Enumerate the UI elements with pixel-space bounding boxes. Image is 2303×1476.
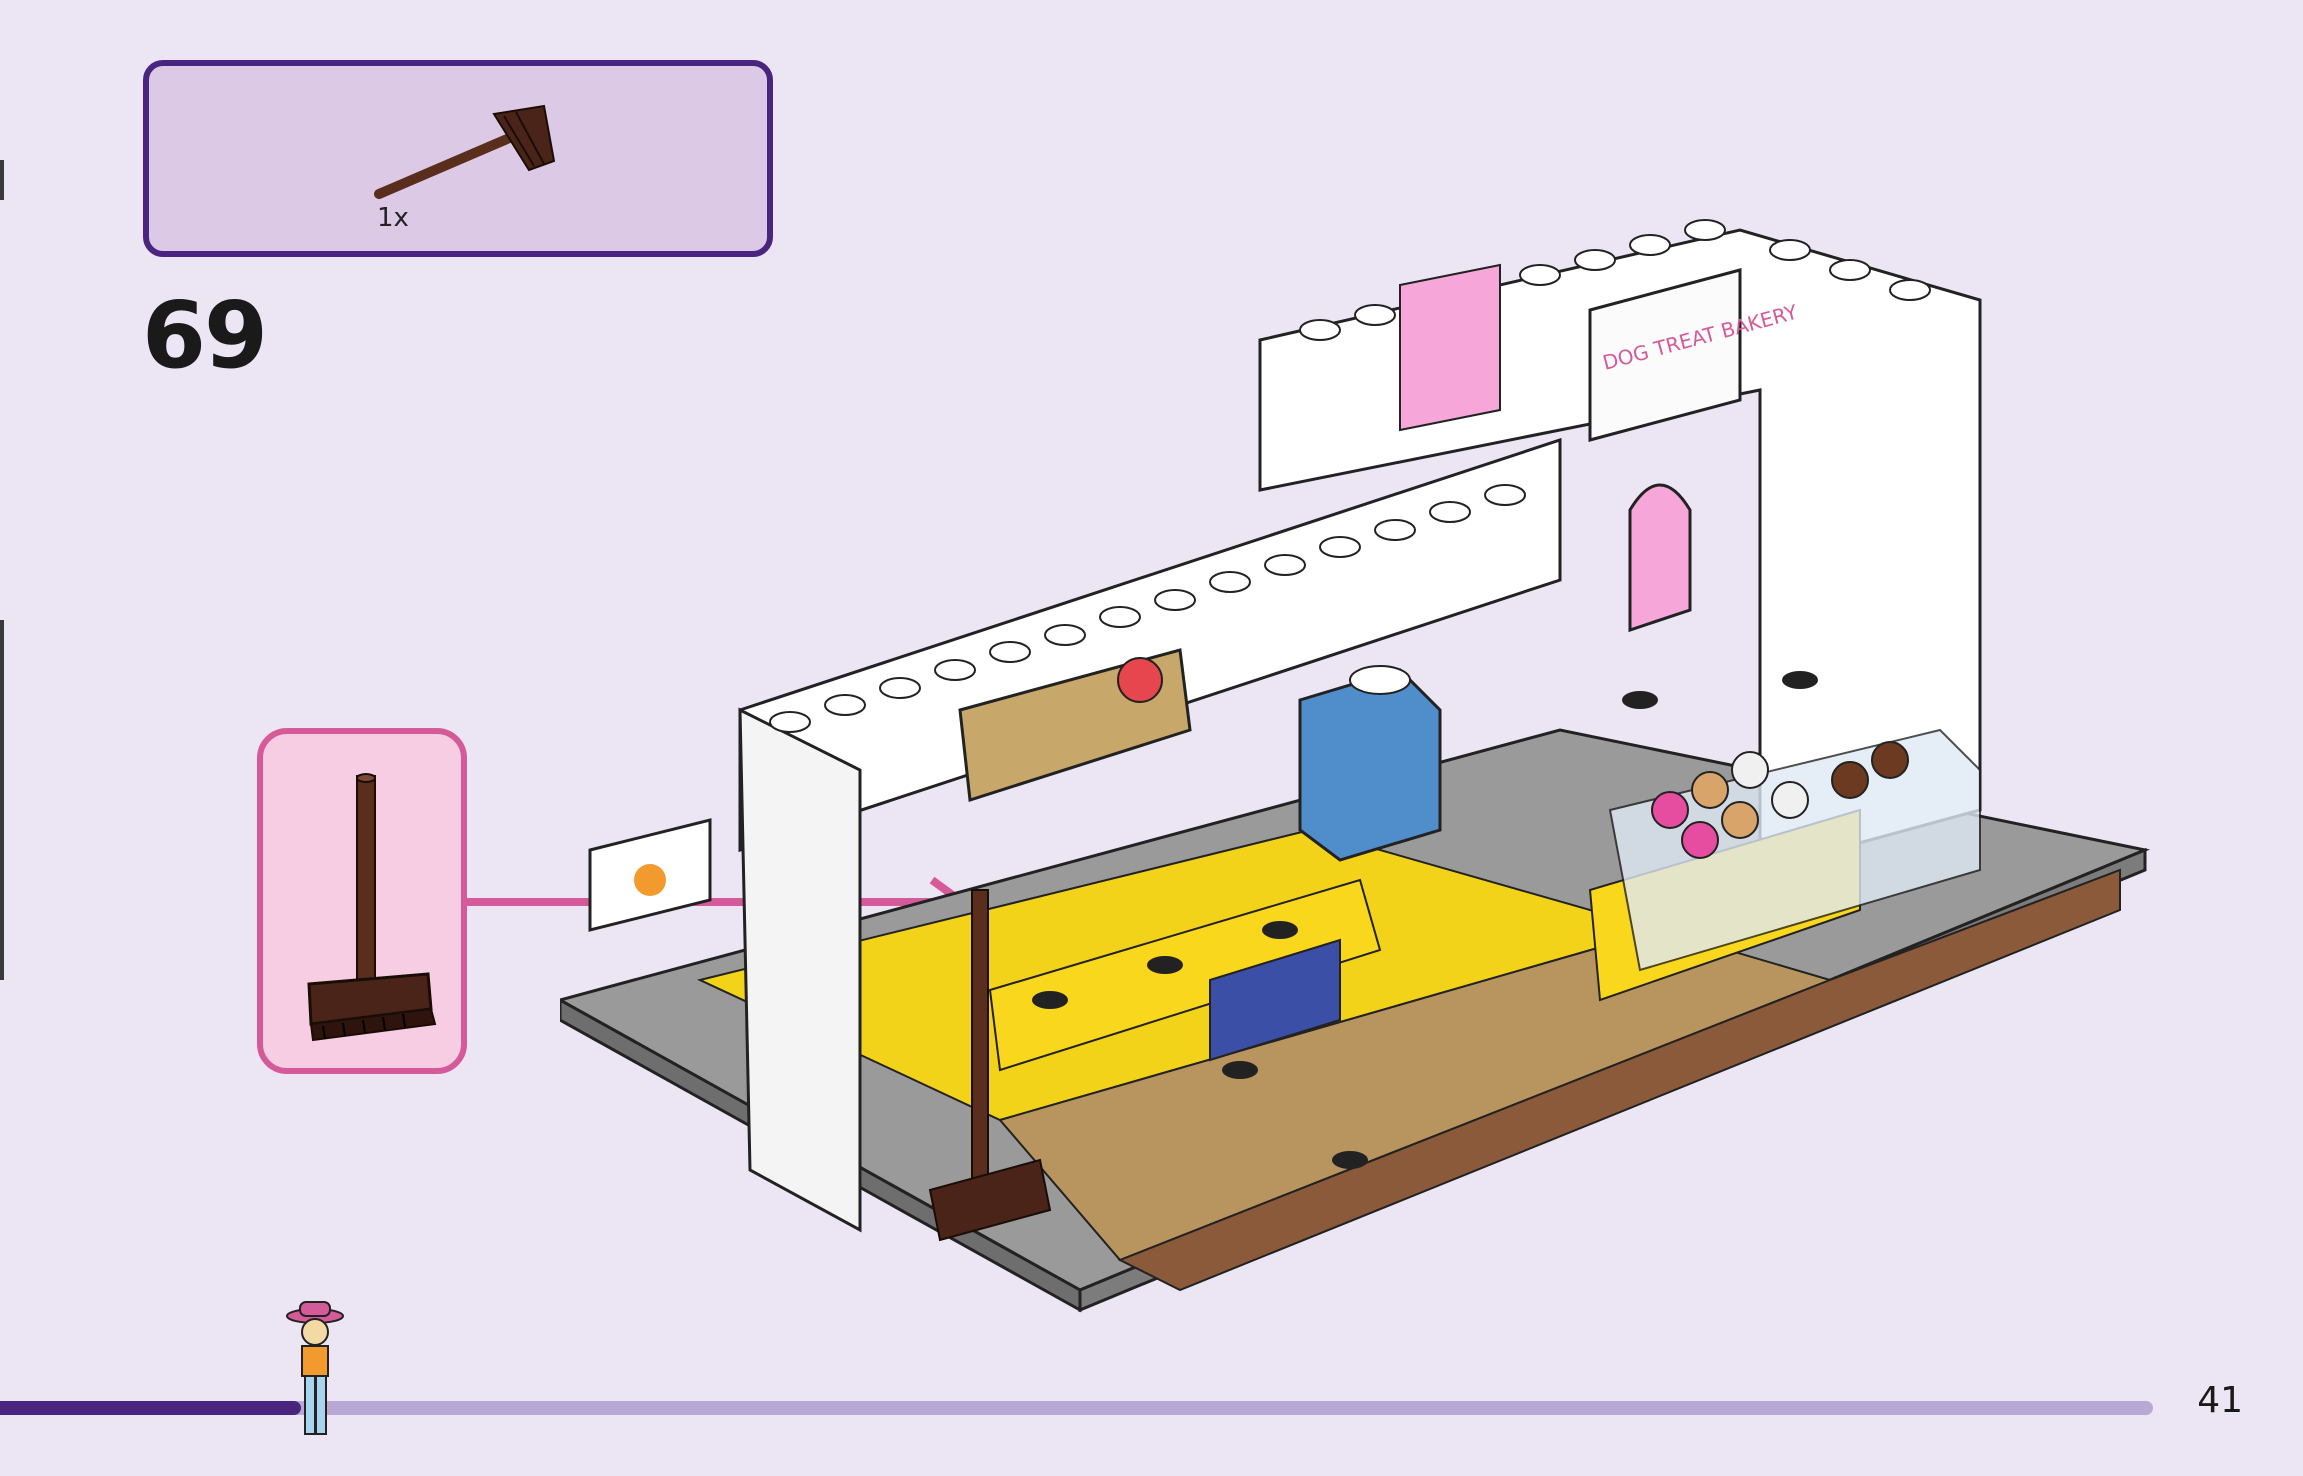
parts-list-box: 1x <box>143 60 773 257</box>
model-illustration: DOG TREAT BAKERY <box>560 219 2151 1313</box>
page-edge-mark <box>0 160 4 200</box>
broom-assembly-icon <box>307 773 437 1042</box>
step-number: 69 <box>142 282 268 389</box>
callout-box <box>257 728 467 1074</box>
minifigure-progress-marker <box>286 1301 344 1435</box>
progress-bar <box>0 1401 2153 1415</box>
broom-part-icon <box>374 104 556 199</box>
page-edge-mark <box>0 620 4 980</box>
part-quantity: 1x <box>377 203 409 233</box>
progress-fill <box>0 1401 302 1415</box>
page-number: 41 <box>2197 1380 2243 1421</box>
